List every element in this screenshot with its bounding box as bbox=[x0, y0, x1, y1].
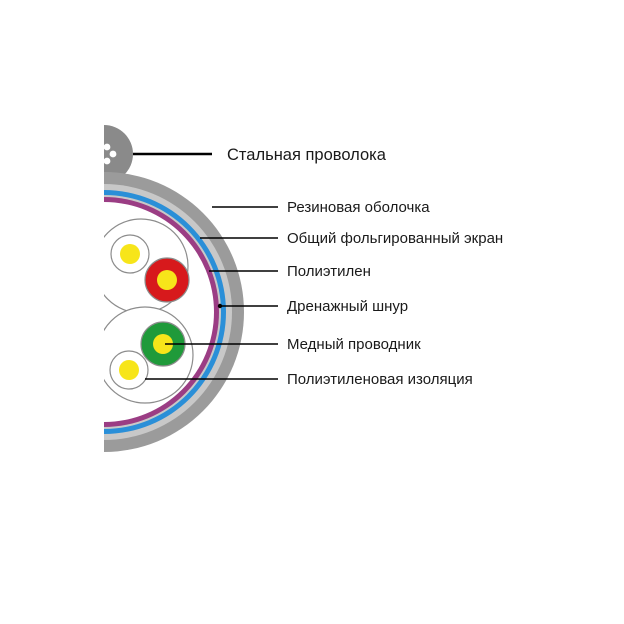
steel-wire bbox=[104, 125, 133, 183]
label-pe-insulation: Полиэтиленовая изоляция bbox=[287, 371, 473, 388]
conductor-yellow bbox=[120, 244, 140, 264]
conductor-yellow bbox=[157, 270, 177, 290]
leader-lines bbox=[133, 152, 278, 380]
steel-wire-strand bbox=[104, 143, 111, 151]
steel-wire-strand bbox=[109, 150, 117, 158]
label-steel-wire: Стальная проволока bbox=[227, 146, 387, 164]
conductor-yellow bbox=[153, 334, 173, 354]
cable-body bbox=[104, 125, 244, 452]
label-drain-wire: Дренажный шнур bbox=[287, 298, 408, 315]
conductor-yellow bbox=[119, 360, 139, 380]
label-rubber-sheath: Резиновая оболочка bbox=[287, 199, 430, 216]
label-polyethylene: Полиэтилен bbox=[287, 263, 371, 280]
label-foil-shield: Общий фольгированный экран bbox=[287, 230, 503, 247]
label-copper-conductor: Медный проводник bbox=[287, 336, 421, 353]
steel-wire-strand bbox=[104, 157, 111, 165]
